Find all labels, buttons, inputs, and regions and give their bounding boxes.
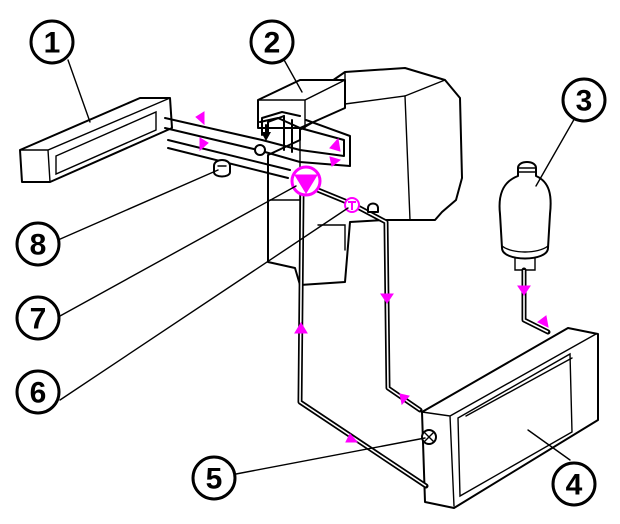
callout-2: 2 (249, 19, 295, 65)
flow-arrow (329, 156, 342, 167)
flow-arrow (195, 111, 205, 126)
flow-arrow (329, 137, 341, 152)
svg-text:7: 7 (30, 303, 47, 336)
drain-cock-icon (421, 429, 437, 445)
svg-text:1: 1 (44, 27, 61, 60)
flow-arrows (195, 111, 549, 443)
callout-3: 3 (561, 77, 607, 123)
engine-block (267, 67, 463, 286)
svg-text:3: 3 (576, 85, 593, 118)
expansion-tank (498, 161, 552, 271)
leader-lines (57, 57, 577, 475)
svg-text:6: 6 (30, 377, 47, 410)
oil-cooler-box (257, 79, 346, 129)
svg-text:8: 8 (30, 229, 47, 262)
callout-6: 6 (15, 369, 61, 415)
pump-symbol-icon (290, 165, 322, 197)
callout-4: 4 (551, 461, 597, 507)
flow-arrow (399, 393, 410, 406)
flow-arrow (517, 285, 531, 296)
flow-arrow (537, 315, 549, 328)
heater-core (19, 97, 173, 183)
flow-arrow (380, 293, 394, 304)
flow-arrow (345, 433, 359, 443)
thermostat-symbol-icon (344, 197, 379, 213)
heater-valve (213, 159, 231, 178)
callout-7: 7 (15, 295, 61, 341)
flow-arrow (199, 137, 209, 152)
svg-text:5: 5 (206, 463, 223, 496)
callout-1: 1 (29, 19, 75, 65)
svg-text:4: 4 (566, 469, 583, 502)
coolant-hoses (297, 183, 551, 489)
radiator (421, 327, 599, 509)
callout-5: 5 (191, 455, 237, 501)
flow-arrow (294, 322, 308, 334)
callout-8: 8 (15, 221, 61, 267)
svg-text:2: 2 (264, 27, 281, 60)
